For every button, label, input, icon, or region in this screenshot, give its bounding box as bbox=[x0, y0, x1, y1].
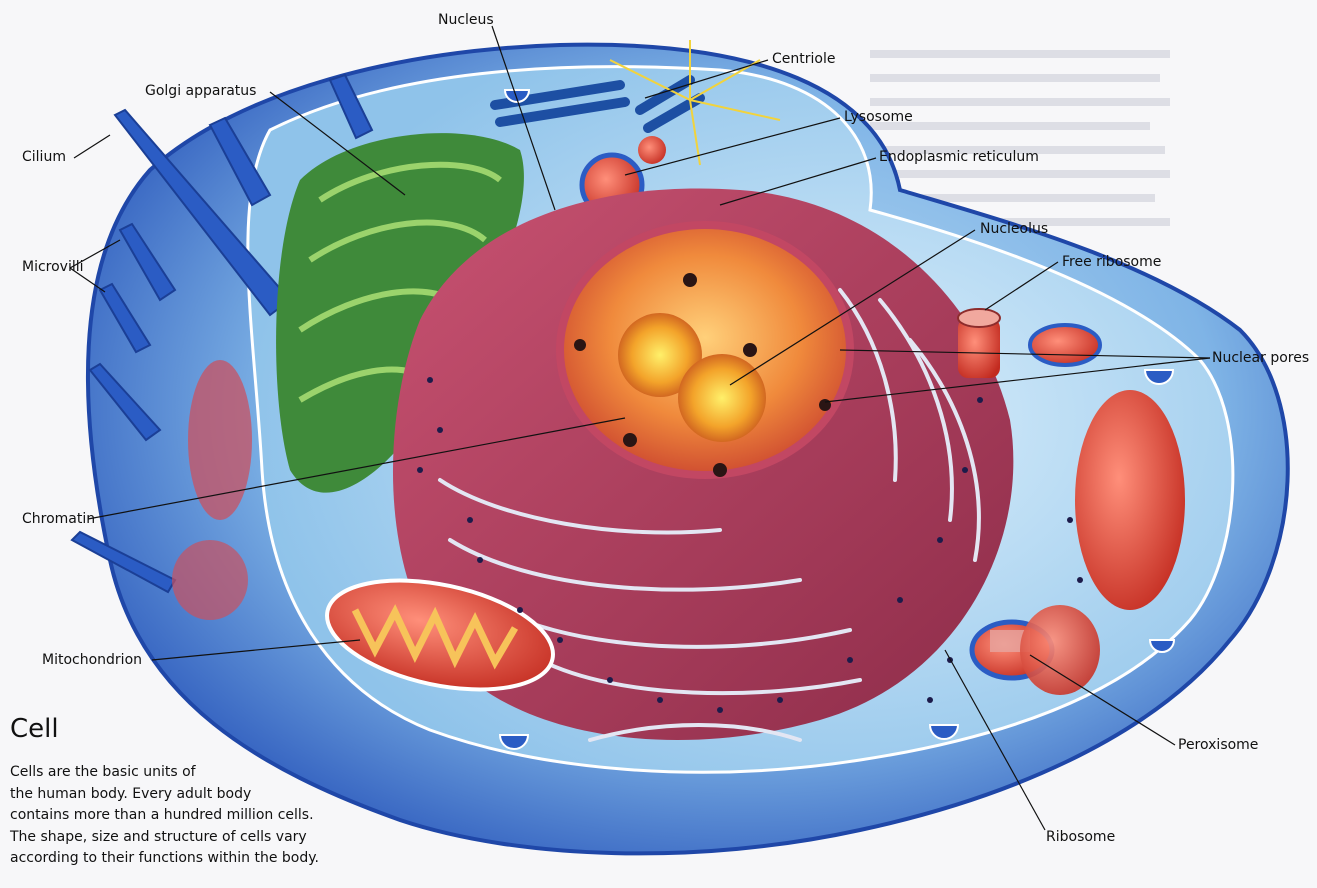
caption-line: Cells are the basic units of bbox=[10, 762, 370, 784]
vesicle-left-red bbox=[188, 360, 252, 520]
small-disc-organelle bbox=[1030, 325, 1100, 365]
label-lysosome: Lysosome bbox=[844, 109, 913, 125]
caption-body: Cells are the basic units of the human b… bbox=[10, 762, 370, 870]
caption-line: the human body. Every adult body bbox=[10, 784, 370, 806]
vesicle-large-red bbox=[1075, 390, 1185, 610]
lysosome-small bbox=[638, 136, 666, 164]
label-nuclear-pores: Nuclear pores bbox=[1212, 350, 1309, 366]
label-peroxisome: Peroxisome bbox=[1178, 737, 1258, 753]
label-microvilli: Microvilli bbox=[22, 259, 84, 275]
label-centriole: Centriole bbox=[772, 51, 835, 67]
label-endoplasmic-reticulum: Endoplasmic reticulum bbox=[879, 149, 1039, 165]
label-ribosome: Ribosome bbox=[1046, 829, 1115, 845]
leader-cilium bbox=[74, 135, 110, 158]
caption-line: The shape, size and structure of cells v… bbox=[10, 827, 370, 849]
label-nucleolus: Nucleolus bbox=[980, 221, 1048, 237]
nucleolus-lobe-b bbox=[678, 354, 766, 442]
label-chromatin: Chromatin bbox=[22, 511, 95, 527]
label-mitochondrion: Mitochondrion bbox=[42, 652, 142, 668]
caption-line: according to their functions within the … bbox=[10, 848, 370, 870]
caption-title: Cell bbox=[10, 714, 59, 744]
label-golgi-apparatus: Golgi apparatus bbox=[145, 83, 256, 99]
label-nucleus: Nucleus bbox=[438, 12, 494, 28]
label-free-ribosome: Free ribosome bbox=[1062, 254, 1161, 270]
caption-line: contains more than a hundred million cel… bbox=[10, 805, 370, 827]
label-cilium: Cilium bbox=[22, 149, 66, 165]
vesicle-left-red-2 bbox=[172, 540, 248, 620]
free-ribosome-organelle bbox=[958, 309, 1000, 378]
red-organelle-lower-right bbox=[1020, 605, 1100, 695]
